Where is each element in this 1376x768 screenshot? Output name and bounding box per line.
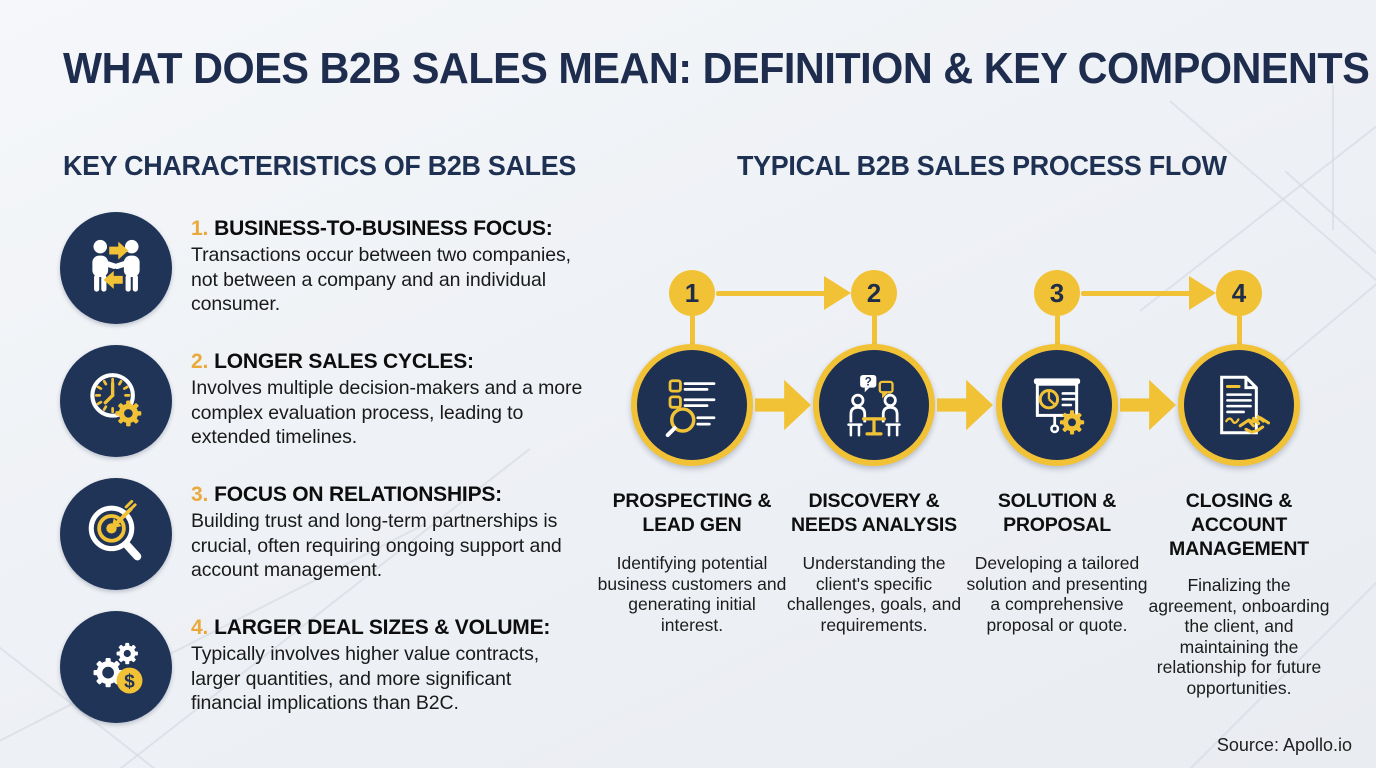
item-body: Typically involves higher value contract… [191,643,540,714]
arrow-right-icon [755,379,811,431]
step-title: DISCOVERY & NEEDS ANALYSIS [791,490,957,536]
arrow-right-icon [1189,276,1216,310]
gears-dollar-icon: $ [60,611,172,723]
characteristics-list: 1.BUSINESS-TO-BUSINESS FOCUS: Transactio… [60,212,583,723]
right-section-heading: TYPICAL B2B SALES PROCESS FLOW [737,150,1227,181]
item-number: 3. [191,483,209,506]
connector-line [1054,316,1060,346]
characteristic-text: 3.FOCUS ON RELATIONSHIPS: Building trust… [191,478,583,583]
connector-line [1081,291,1191,296]
step-number-badge: 2 [851,270,897,316]
step-description: Finalizing the agreement, onboarding the… [1148,575,1330,698]
characteristic-item: 2.LONGER SALES CYCLES: Involves multiple… [60,345,583,457]
page-title: WHAT DOES B2B SALES MEAN: DEFINITION & K… [63,44,1370,93]
item-number: 1. [191,217,209,240]
characteristic-text: 1.BUSINESS-TO-BUSINESS FOCUS: Transactio… [191,212,583,317]
item-title: 2.LONGER SALES CYCLES: [191,350,474,373]
connector-line [689,316,695,346]
prospecting-checklist-magnifier-icon [631,344,753,466]
arrow-right-icon [824,276,851,310]
characteristic-item: 1.BUSINESS-TO-BUSINESS FOCUS: Transactio… [60,212,583,324]
process-flow-diagram: 1 2 3 4 [598,258,1360,738]
svg-text:$: $ [124,671,135,692]
people-exchange-icon [60,212,172,324]
characteristic-item: 3.FOCUS ON RELATIONSHIPS: Building trust… [60,478,583,590]
clock-gear-icon [60,345,172,457]
item-body: Involves multiple decision-makers and a … [191,377,583,448]
characteristic-text: 2.LONGER SALES CYCLES: Involves multiple… [191,345,583,450]
step-title: PROSPECTING & LEAD GEN [612,490,772,536]
item-body: Building trust and long-term partnership… [191,510,562,581]
characteristic-text: 4.LARGER DEAL SIZES & VOLUME: Typically … [191,611,583,716]
arrow-right-icon [937,379,993,431]
left-section-heading: KEY CHARACTERISTICS OF B2B SALES [63,150,577,181]
target-magnifier-icon [60,478,172,590]
item-title: 4.LARGER DEAL SIZES & VOLUME: [191,616,551,639]
step-number-badge: 4 [1216,270,1262,316]
step-description: Identifying potential business customers… [597,553,787,635]
connector-line [1236,316,1242,346]
solution-presentation-gear-icon [996,344,1118,466]
step-title: CLOSING & ACCOUNT MANAGEMENT [1169,490,1309,560]
item-body: Transactions occur between two companies… [191,244,571,315]
source-attribution: Source: Apollo.io [1216,735,1352,755]
step-title: SOLUTION & PROPOSAL [997,490,1117,536]
item-number: 4. [191,616,209,639]
step-description: Developing a tailored solution and prese… [966,553,1148,635]
connector-line [716,291,826,296]
item-title: 3.FOCUS ON RELATIONSHIPS: [191,483,502,506]
svg-text:?: ? [865,376,872,388]
arrow-right-icon [1120,379,1176,431]
step-number-badge: 1 [669,270,715,316]
item-number: 2. [191,350,209,373]
step-number-badge: 3 [1034,270,1080,316]
characteristic-item: $ 4.LARGER DEAL SIZES & VOLUME: Typicall… [60,611,583,723]
item-title: 1.BUSINESS-TO-BUSINESS FOCUS: [191,217,553,240]
closing-contract-handshake-icon [1178,344,1300,466]
connector-line [871,316,877,346]
step-description: Understanding the client's specific chal… [786,553,962,635]
discovery-meeting-icon: ? [813,344,935,466]
